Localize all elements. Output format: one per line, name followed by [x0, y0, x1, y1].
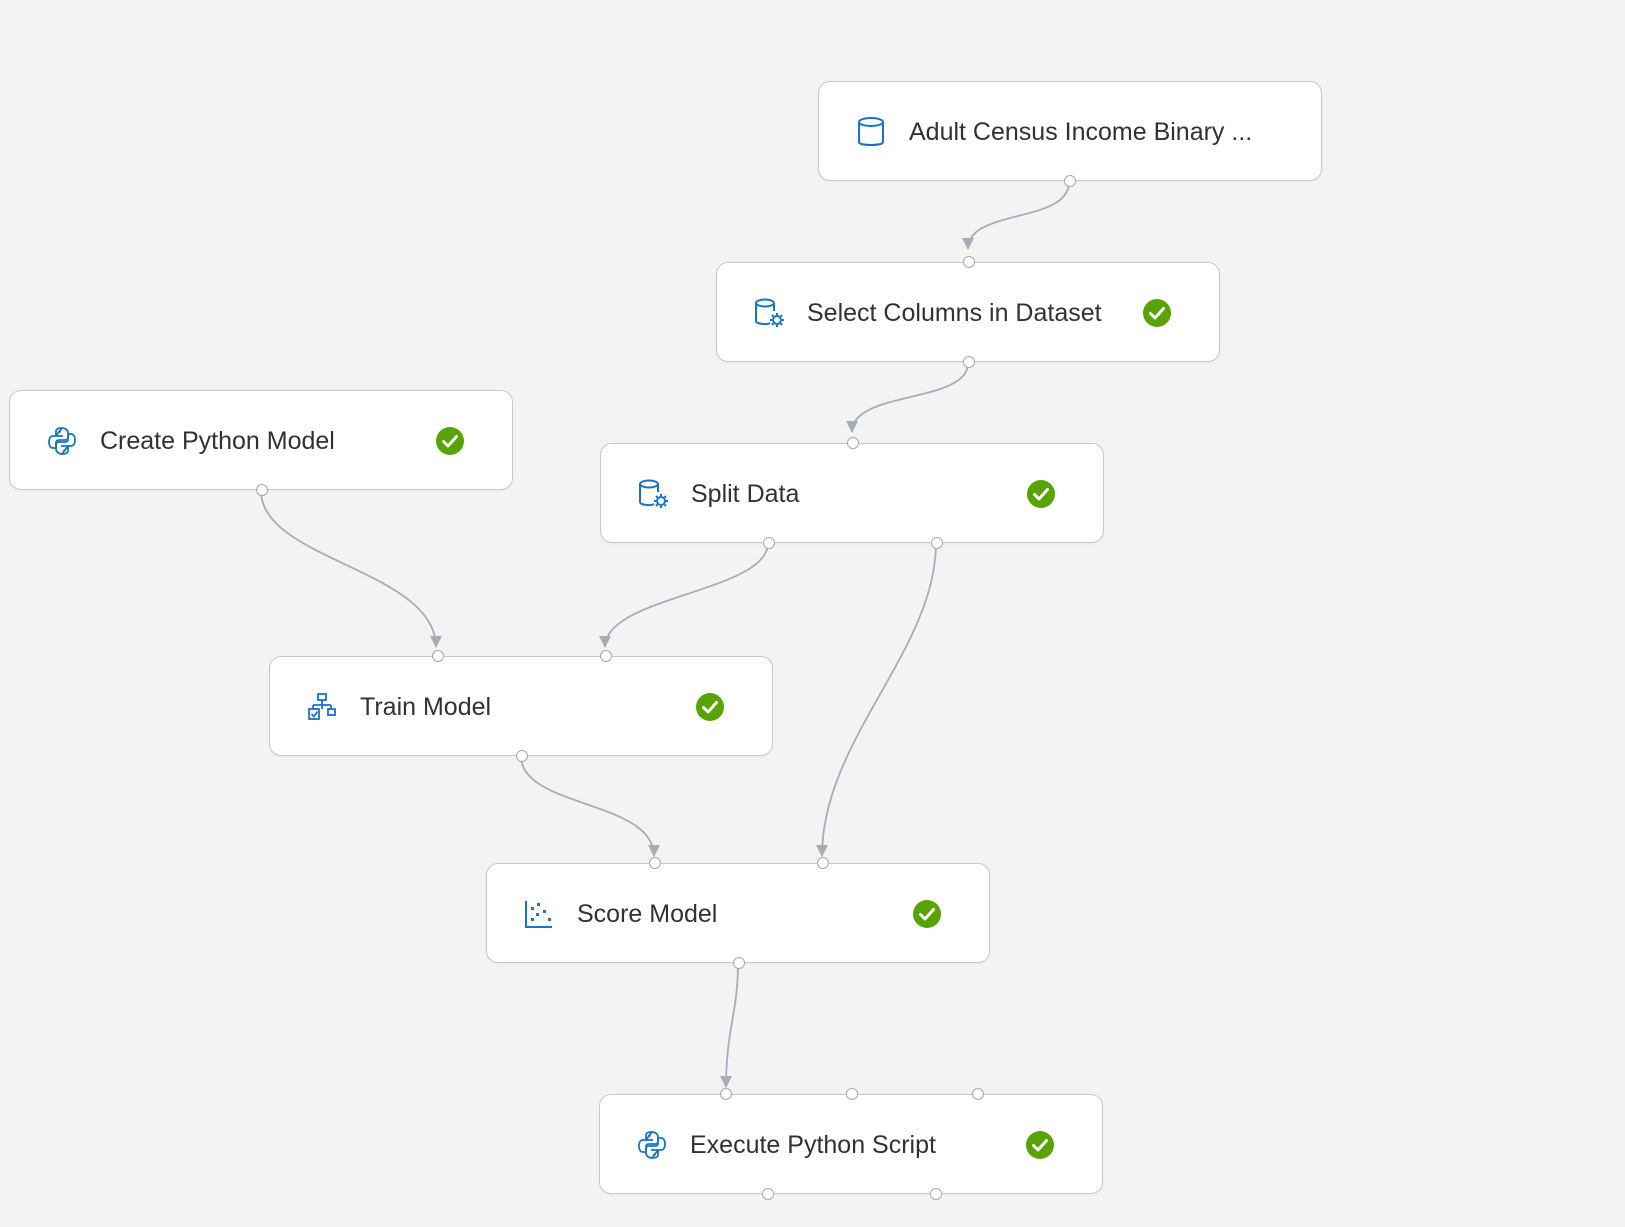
node-label: Score Model — [577, 900, 718, 928]
node-split-data[interactable]: Split Data — [600, 437, 1104, 549]
python-icon — [632, 1125, 672, 1165]
output-port-left[interactable] — [763, 537, 775, 549]
input-port[interactable] — [847, 437, 859, 449]
completed-check-icon — [696, 693, 724, 721]
node-adult-census[interactable]: Adult Census Income Binary ... — [818, 81, 1322, 187]
output-port[interactable] — [963, 356, 975, 368]
node-label: Split Data — [691, 480, 800, 508]
completed-check-icon — [1026, 1131, 1054, 1159]
output-port[interactable] — [256, 484, 268, 496]
node-create-python-model[interactable]: Create Python Model — [9, 390, 513, 496]
data-transform-gear-icon — [749, 293, 789, 333]
input-port-1[interactable] — [720, 1088, 732, 1100]
completed-check-icon — [1027, 480, 1055, 508]
train-model-hierarchy-icon — [302, 687, 342, 727]
node-train-model[interactable]: Train Model — [269, 650, 773, 762]
score-scatter-icon — [519, 894, 559, 934]
input-port-right[interactable] — [817, 857, 829, 869]
output-port-right[interactable] — [931, 537, 943, 549]
input-port-2[interactable] — [846, 1088, 858, 1100]
edge-score-model-to-execute-python-script — [720, 963, 739, 1088]
output-port[interactable] — [733, 957, 745, 969]
node-label: Train Model — [360, 693, 492, 721]
input-port-left[interactable] — [649, 857, 661, 869]
completed-check-icon — [913, 900, 941, 928]
dataset-cylinder-icon — [851, 112, 891, 152]
input-port-left[interactable] — [432, 650, 444, 662]
edge-select-columns-to-split-data — [846, 362, 969, 433]
node-label: Select Columns in Dataset — [807, 299, 1102, 327]
edge-split-data-to-score-model — [816, 542, 937, 857]
node-select-columns[interactable]: Select Columns in Dataset — [716, 256, 1220, 368]
node-label: Adult Census Income Binary ... — [909, 118, 1253, 146]
node-label: Execute Python Script — [690, 1131, 936, 1159]
edge-train-model-to-score-model — [520, 755, 660, 857]
edge-adult-census-to-select-columns — [962, 181, 1070, 250]
output-port-right[interactable] — [930, 1188, 942, 1200]
input-port[interactable] — [963, 256, 975, 268]
node-execute-python-script[interactable]: Execute Python Script — [599, 1088, 1103, 1200]
python-icon — [42, 421, 82, 461]
output-port-left[interactable] — [762, 1188, 774, 1200]
input-port-right[interactable] — [600, 650, 612, 662]
node-label: Create Python Model — [100, 427, 335, 455]
completed-check-icon — [1143, 299, 1171, 327]
output-port[interactable] — [1064, 175, 1076, 187]
data-transform-gear-icon — [633, 474, 673, 514]
edge-create-python-model-to-train-model — [260, 490, 442, 648]
node-score-model[interactable]: Score Model — [486, 857, 990, 969]
completed-check-icon — [436, 427, 464, 455]
edge-split-data-to-train-model — [599, 542, 769, 648]
output-port[interactable] — [516, 750, 528, 762]
input-port-3[interactable] — [972, 1088, 984, 1100]
